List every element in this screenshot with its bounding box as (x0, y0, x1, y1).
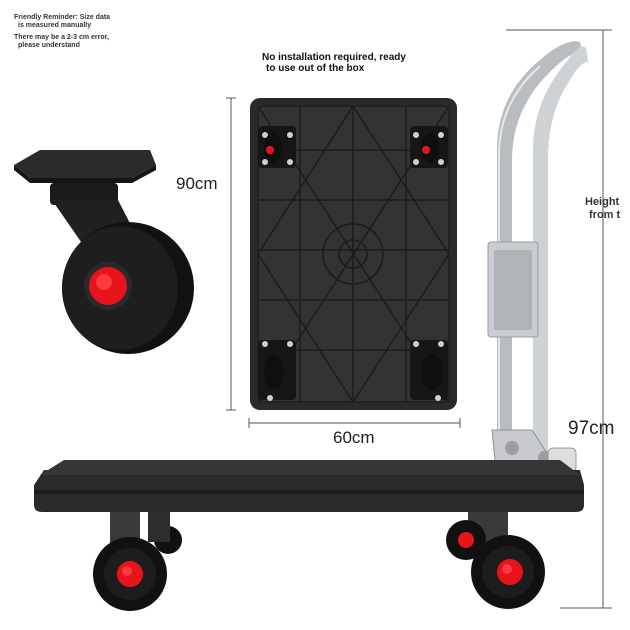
length-label: 90cm (176, 174, 218, 193)
headline-line-2: to use out of the box (266, 63, 365, 74)
size-reminder-note: Friendly Reminder: Size data is measured… (14, 14, 174, 50)
height-value-label: 97cm (568, 418, 615, 439)
reminder-line-4: please understand (18, 42, 80, 49)
reminder-line-3: There may be a 2-3 cm error, (14, 34, 109, 41)
dimension-lines (226, 29, 612, 609)
width-label: 60cm (333, 428, 375, 447)
reminder-line-2: is measured manually (18, 22, 92, 29)
reminder-line-1: Friendly Reminder: Size data (14, 14, 111, 21)
trolley-side-view (34, 460, 584, 611)
headline-line-1: No installation required, ready (262, 52, 406, 63)
height-label: Height from t (585, 196, 620, 222)
height-label-line-1: Height (585, 196, 620, 208)
folding-handle (487, 41, 588, 481)
caster-wheel-detail (14, 150, 194, 354)
headline: No installation required, ready to use o… (262, 52, 462, 74)
platform-bottom-view (250, 98, 457, 410)
height-label-line-2: from t (589, 209, 621, 221)
